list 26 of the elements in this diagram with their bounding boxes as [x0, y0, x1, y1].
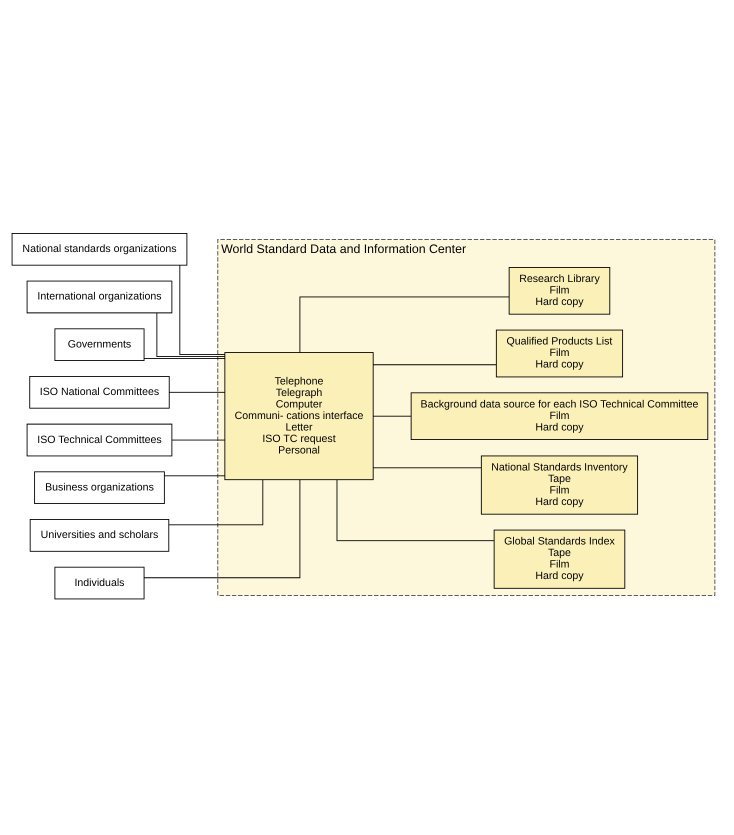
node-box: Business organizations [34, 471, 165, 504]
connector [336, 479, 494, 542]
connector [372, 467, 482, 468]
node-box: National standards organizations [12, 232, 188, 266]
connector [164, 475, 226, 476]
node-box: ISO National Committees [29, 376, 170, 409]
connector [299, 296, 510, 353]
node-box: Global Standards Index Tape Film Hard copy [494, 530, 626, 589]
connector [372, 416, 412, 417]
connector [372, 364, 497, 366]
node-box: Qualified Products List Film Hard copy [496, 330, 624, 378]
connector [168, 480, 264, 526]
connector [168, 392, 225, 393]
connector [144, 358, 226, 359]
connector [156, 312, 226, 358]
node-box: Individuals [54, 566, 144, 600]
node-box: Telephone Telegraph Computer Communi- cations interface Letter ISO TC request Personal [224, 352, 374, 480]
node-box: Background data source for each ISO Technical Committee Film Hard copy [410, 392, 708, 440]
connector [144, 479, 300, 578]
node-box: Universities and scholars [30, 519, 170, 552]
node-box: Governments [54, 328, 144, 361]
node-box: ISO Technical Committees [26, 424, 172, 456]
node-box: National Standards Inventory Tape Film Hard copy [480, 455, 638, 515]
node-box: Research Library Film Hard copy [508, 266, 610, 315]
node-box: International organizations [26, 280, 172, 314]
connector [179, 264, 225, 356]
